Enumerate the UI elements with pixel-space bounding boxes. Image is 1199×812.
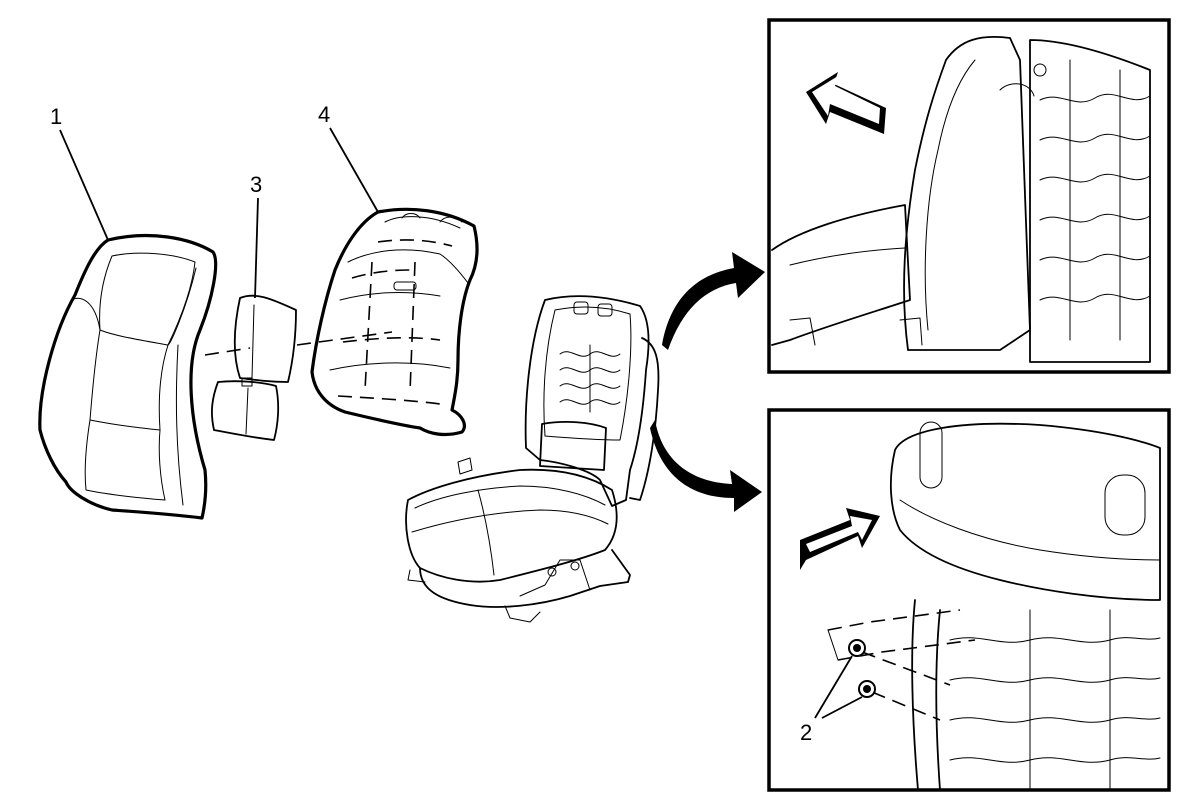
callout-2: 2 [800,720,812,745]
detail-view-bottom: 2 [767,408,1171,792]
leader-4 [329,127,379,213]
arrow-left-icon [806,72,886,134]
retainer [858,680,876,698]
curved-arrow-icon [662,252,765,350]
seat-assembly [405,295,660,623]
retainer [848,639,866,657]
seat-back-pad [310,207,479,437]
guide-line [204,347,251,356]
curved-arrow-icon [650,420,762,512]
guide-line [296,331,393,346]
leader-2b [821,696,863,719]
arrow-right-icon [800,508,880,570]
leader-1 [59,129,109,241]
callout-4: 4 [318,102,330,127]
leader-2a [814,655,853,719]
detail-view-top [767,18,1171,374]
callout-1: 1 [50,104,62,129]
callout-3: 3 [250,172,262,197]
seat-back-cover [38,233,218,520]
leader-3 [254,197,259,299]
pad-insert [211,294,297,441]
